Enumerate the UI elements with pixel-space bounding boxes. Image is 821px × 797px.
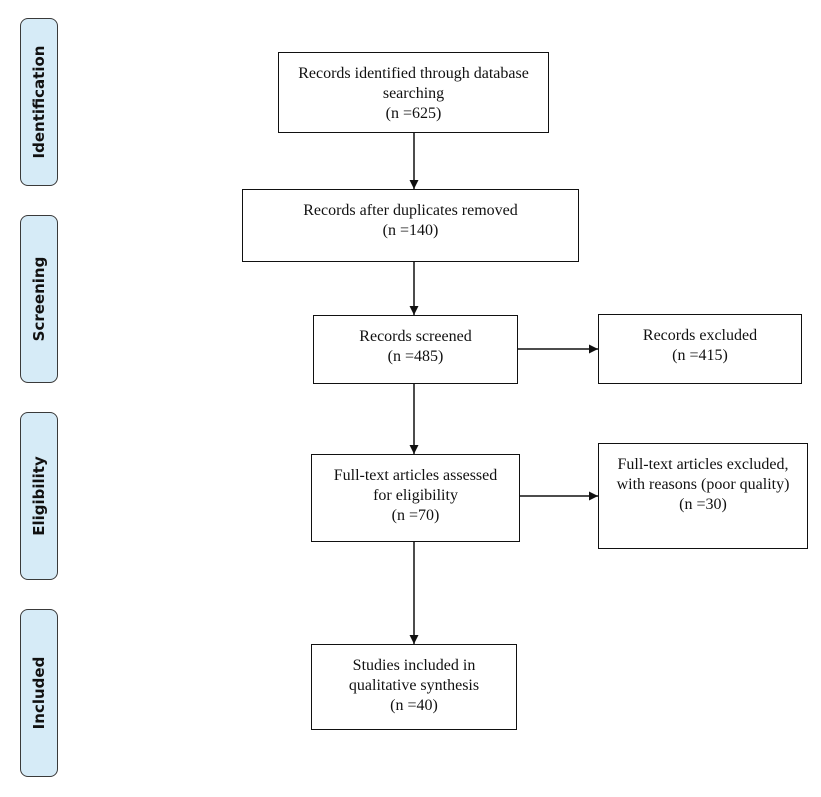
records-screened-line1: Records screened xyxy=(359,328,472,345)
records-identified-box: Records identified through database sear… xyxy=(278,52,549,133)
phase-eligibility: Eligibility xyxy=(20,412,58,580)
studies-included-line1: Studies included in xyxy=(352,657,476,674)
full-text-assessed-count: (n =70) xyxy=(391,507,440,524)
studies-included-line2: qualitative synthesis xyxy=(348,677,480,694)
full-text-excluded-line2: with reasons (poor quality) xyxy=(616,476,790,493)
records-excluded-line1: Records excluded xyxy=(642,327,758,344)
studies-included-count: (n =40) xyxy=(390,697,438,714)
records-identified-line2: searching xyxy=(382,85,445,102)
duplicates-removed-count: (n =140) xyxy=(382,222,439,239)
records-identified-count: (n =625) xyxy=(385,105,442,122)
phase-identification: Identification xyxy=(20,18,58,186)
records-excluded-count: (n =415) xyxy=(672,347,728,364)
records-screened-box: Records screened (n =485) xyxy=(313,315,518,384)
phase-screening: Screening xyxy=(20,215,58,383)
full-text-excluded-line1: Full-text articles excluded, xyxy=(617,456,789,473)
full-text-assessed-line1: Full-text articles assessed xyxy=(333,467,498,484)
phase-included: Included xyxy=(20,609,58,777)
records-identified-line1: Records identified through database xyxy=(298,65,529,82)
full-text-assessed-line2: for eligibility xyxy=(373,487,458,504)
full-text-assessed-box: Full-text articles assessed for eligibil… xyxy=(311,454,520,542)
studies-included-box: Studies included in qualitative synthesi… xyxy=(311,644,517,730)
duplicates-removed-box: Records after duplicates removed (n =140… xyxy=(242,189,579,262)
duplicates-removed-line1: Records after duplicates removed xyxy=(303,202,518,219)
records-excluded-box: Records excluded (n =415) xyxy=(598,314,802,384)
records-screened-count: (n =485) xyxy=(387,348,444,365)
full-text-excluded-box: Full-text articles excluded, with reason… xyxy=(598,443,808,549)
full-text-excluded-count: (n =30) xyxy=(679,496,727,513)
